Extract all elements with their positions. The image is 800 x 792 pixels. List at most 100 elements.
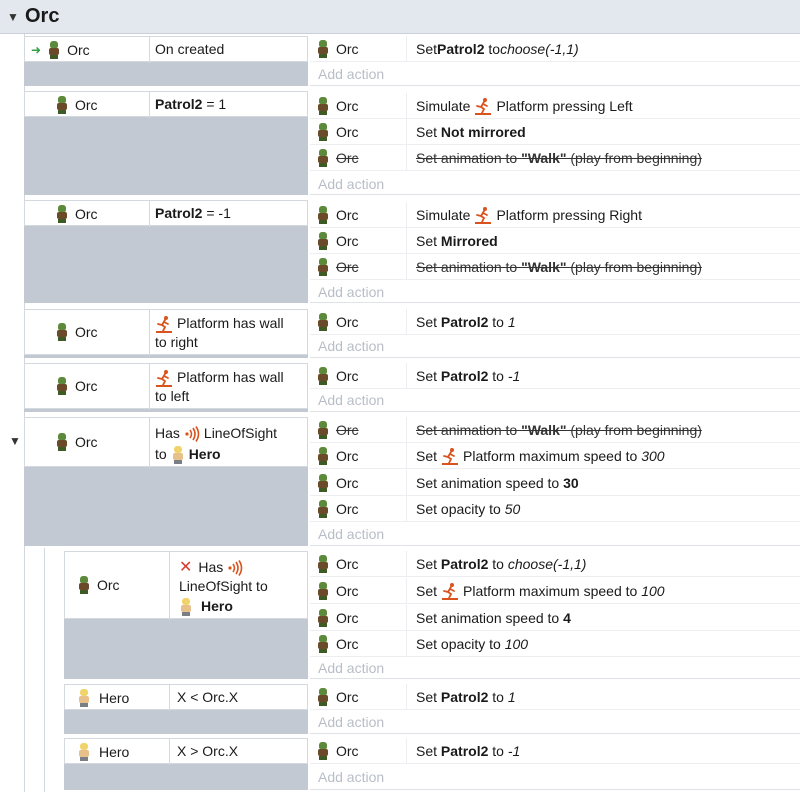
condition-row[interactable]: Orc Platform has wall to left [24, 363, 308, 410]
action-object: Orc [336, 447, 359, 464]
orc-object-icon [316, 554, 330, 573]
action-row[interactable]: Orc Set Patrol2 to -1 [310, 738, 800, 764]
action-text: Simulate Platform pressing Right [416, 206, 642, 224]
action-row[interactable]: Orc Set opacity to 100 [310, 631, 800, 657]
action-row[interactable]: Orc Set Patrol2 to 1 [310, 684, 800, 710]
action-row[interactable]: Orc Set Platform maximum speed to 300 [310, 443, 800, 469]
orc-object-icon [316, 608, 330, 627]
action-row[interactable]: Orc Set Patrol2 to -1 [310, 363, 800, 389]
condition-row[interactable]: Orc Patrol2 = 1 [24, 91, 308, 118]
event-action-area[interactable]: Orc Set Patrol2 to choose(-1,1) Orc Set … [310, 551, 800, 679]
action-object: Orc [336, 367, 359, 384]
action-object: Orc [336, 40, 359, 57]
condition-comparison: = 1 [202, 96, 227, 112]
action-row-disabled[interactable]: Orc Set animation to "Walk" (play from b… [310, 254, 800, 280]
tree-guide-line [24, 34, 25, 792]
add-action-link[interactable]: Add action [318, 392, 385, 408]
orc-object-icon [316, 39, 330, 58]
group-header[interactable]: ▼ Orc [0, 0, 800, 34]
add-action-link[interactable]: Add action [318, 526, 385, 542]
event-action-area[interactable]: Orc Simulate Platform pressing Left Orc … [310, 91, 800, 195]
action-text: Set Platform maximum speed to 100 [416, 582, 665, 600]
event-action-area[interactable]: Orc Set Patrol2 to 1 Add action [310, 309, 800, 358]
collapse-triangle-icon[interactable]: ▼ [7, 9, 19, 24]
add-action-link[interactable]: Add action [318, 284, 385, 300]
condition-row[interactable]: Orc Has LineOfSight to Hero [24, 417, 308, 468]
action-object: Orc [336, 742, 359, 759]
action-row[interactable]: Orc Set Patrol2 to 1 [310, 309, 800, 335]
action-row-disabled[interactable]: Orc Set animation to "Walk" (play from b… [310, 417, 800, 443]
condition-text: Platform has wall [177, 315, 284, 331]
orc-object-icon [316, 96, 330, 115]
action-object: Orc [336, 555, 359, 572]
add-action-link[interactable]: Add action [318, 66, 385, 82]
condition-text: X > Orc.X [177, 743, 239, 759]
action-object: Orc [336, 258, 359, 275]
condition-object: Orc [75, 324, 98, 340]
action-object: Orc [336, 635, 359, 652]
condition-row[interactable]: ➜ Orc On created [24, 36, 308, 63]
condition-row[interactable]: Hero X > Orc.X [64, 738, 308, 765]
hero-object-icon [179, 597, 193, 616]
action-row[interactable]: Orc Set Not mirrored [310, 119, 800, 145]
condition-text: On created [155, 41, 225, 57]
add-action-link[interactable]: Add action [318, 338, 385, 354]
event-action-area[interactable]: Orc Set Patrol2 to -1 Add action [310, 738, 800, 790]
condition-object: Hero [99, 690, 130, 706]
event-action-area[interactable]: Orc Simulate Platform pressing Right Orc… [310, 200, 800, 303]
action-text: Set opacity to 50 [416, 500, 521, 517]
orc-object-icon [55, 323, 69, 341]
action-row[interactable]: Orc Set animation speed to 30 [310, 470, 800, 496]
condition-object: Orc [67, 42, 90, 58]
condition-row[interactable]: Orc ✕Has LineOfSight to Hero [64, 551, 308, 620]
platform-behavior-icon [475, 206, 492, 224]
condition-row[interactable]: Orc Platform has wall to right [24, 309, 308, 356]
inverted-condition-icon: ✕ [179, 559, 193, 576]
event-action-area[interactable]: Orc Set animation to "Walk" (play from b… [310, 417, 800, 546]
condition-object: Orc [75, 97, 98, 113]
add-action-link[interactable]: Add action [318, 176, 385, 192]
add-action-link[interactable]: Add action [318, 660, 385, 676]
event-action-area[interactable]: Orc Set Patrol2 to choose(-1,1) Add acti… [310, 36, 800, 86]
platform-behavior-icon [156, 315, 172, 333]
action-row-disabled[interactable]: Orc Set animation to "Walk" (play from b… [310, 145, 800, 171]
action-row[interactable]: Orc Set Platform maximum speed to 100 [310, 578, 800, 604]
platform-behavior-icon [442, 447, 459, 465]
orc-object-icon [316, 581, 330, 600]
orc-object-icon [316, 122, 330, 141]
action-row[interactable]: Orc Set Mirrored [310, 228, 800, 254]
platform-behavior-icon [475, 97, 492, 115]
action-row[interactable]: Orc Simulate Platform pressing Left [310, 93, 800, 119]
condition-row[interactable]: Orc Patrol2 = -1 [24, 200, 308, 227]
condition-row[interactable]: Hero X < Orc.X [64, 684, 308, 711]
expand-triangle-icon[interactable]: ▼ [9, 434, 21, 448]
action-text: Set animation speed to 4 [416, 609, 571, 626]
condition-to: to [155, 446, 167, 462]
condition-object: Orc [75, 434, 98, 450]
condition-target: Hero [188, 446, 221, 462]
action-row[interactable]: Orc Set animation speed to 4 [310, 605, 800, 631]
action-row[interactable]: Orc Set Patrol2 to choose(-1,1) [310, 36, 800, 62]
action-row[interactable]: Orc Simulate Platform pressing Right [310, 202, 800, 228]
action-row[interactable]: Orc Set Patrol2 to choose(-1,1) [310, 551, 800, 577]
orc-object-icon [316, 257, 330, 276]
orc-object-icon [77, 576, 91, 594]
action-text: Set Not mirrored [416, 123, 526, 140]
condition-variable: Patrol2 [155, 96, 203, 112]
action-object: Orc [336, 609, 359, 626]
condition-object: Orc [75, 378, 98, 394]
action-text: Set Patrol2 to -1 [416, 367, 521, 384]
condition-text: X < Orc.X [177, 689, 239, 705]
hero-object-icon [77, 689, 91, 707]
event-action-area[interactable]: Orc Set Patrol2 to 1 Add action [310, 684, 800, 734]
add-action-link[interactable]: Add action [318, 714, 385, 730]
action-object: Orc [336, 474, 359, 491]
orc-object-icon [316, 687, 330, 706]
action-object: Orc [336, 206, 359, 223]
add-action-link[interactable]: Add action [318, 769, 385, 785]
condition-variable: Patrol2 [155, 205, 203, 221]
action-row[interactable]: Orc Set opacity to 50 [310, 496, 800, 522]
event-action-area[interactable]: Orc Set Patrol2 to -1 Add action [310, 363, 800, 412]
hero-object-icon [77, 743, 91, 761]
line-of-sight-icon [228, 559, 243, 576]
